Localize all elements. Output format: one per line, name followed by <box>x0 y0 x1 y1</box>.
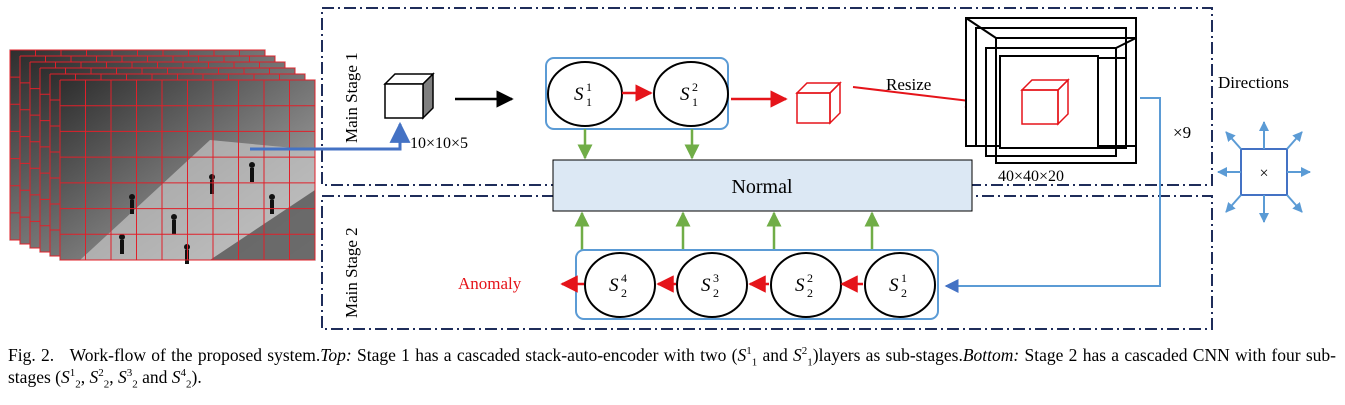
svg-text:1: 1 <box>692 95 698 109</box>
input-cube-size: 10×10×5 <box>410 135 468 152</box>
caption-top: Top: <box>320 345 352 365</box>
svg-text:1: 1 <box>586 95 592 109</box>
small-red-cube <box>795 81 842 125</box>
svg-text:1: 1 <box>586 80 592 94</box>
caption-and1: and <box>757 345 794 365</box>
stage2-to-normal-arrows <box>574 211 880 250</box>
svg-text:3: 3 <box>713 271 719 285</box>
stage2-node-label: S <box>795 275 805 296</box>
svg-text:2: 2 <box>901 286 907 300</box>
caption-comma1: , <box>80 367 90 387</box>
svg-text:2: 2 <box>713 286 719 300</box>
stage2-node-label: S <box>889 275 899 296</box>
inner-red-cube <box>1020 78 1070 126</box>
normal-box <box>552 159 973 212</box>
caption-part4: Stage 2 has a cascaded CNN with four sub… <box>8 345 1336 387</box>
repeat-count: ×9 <box>1173 123 1191 142</box>
caption-part2: Stage 1 has a cascaded stack-auto-encode… <box>351 345 738 365</box>
resize-arrow <box>852 86 980 108</box>
anomaly-label: Anomaly <box>458 274 522 293</box>
figure-caption: Fig. 2. Work-flow of the proposed system… <box>8 344 1336 391</box>
normal-label: Normal <box>731 176 793 198</box>
directions-center-symbol: × <box>1259 165 1268 182</box>
caption-bottom: Bottom: <box>962 345 1020 365</box>
video-frame <box>59 79 316 264</box>
caption-end: ). <box>191 367 202 387</box>
caption-comma2: , <box>109 367 118 387</box>
input-connector <box>250 121 411 151</box>
resize-label: Resize <box>886 75 931 94</box>
svg-text:2: 2 <box>692 80 698 94</box>
input-cube <box>383 72 435 120</box>
caption-part1: Work-flow of the proposed system. <box>69 345 321 365</box>
main-stage-2-frame <box>321 195 1213 330</box>
stage1-node-label: S <box>574 84 584 105</box>
caption-s2-1: S12 <box>60 367 81 391</box>
caption-s2-3: S32 <box>117 367 138 391</box>
stage1-node-label: S <box>680 84 690 105</box>
directions-icon <box>1217 121 1311 223</box>
stage2-node-label: S <box>609 275 619 296</box>
main-stage-1-label: Main Stage 1 <box>342 52 361 143</box>
stage1-to-normal-arrows <box>577 129 700 160</box>
output-cube-size: 40×40×20 <box>998 168 1064 185</box>
stage2-node-label: S <box>701 275 711 296</box>
svg-text:4: 4 <box>621 271 627 285</box>
main-stage-2-label: Main Stage 2 <box>342 227 361 318</box>
svg-text:1: 1 <box>901 271 907 285</box>
video-frames-stack <box>9 49 316 264</box>
caption-fig: Fig. 2. <box>8 345 55 365</box>
svg-text:2: 2 <box>621 286 627 300</box>
caption-and2: and <box>137 367 172 387</box>
svg-text:2: 2 <box>807 271 813 285</box>
caption-s2-4: S42 <box>171 367 192 391</box>
caption-s2-2: S22 <box>89 367 110 391</box>
caption-s1-2: S21 <box>793 345 813 369</box>
directions-label: Directions <box>1218 73 1289 92</box>
feedback-connector <box>944 97 1161 293</box>
svg-text:2: 2 <box>807 286 813 300</box>
caption-s1-1: S11 <box>737 345 758 369</box>
caption-part3: )layers as sub-stages. <box>812 345 963 365</box>
